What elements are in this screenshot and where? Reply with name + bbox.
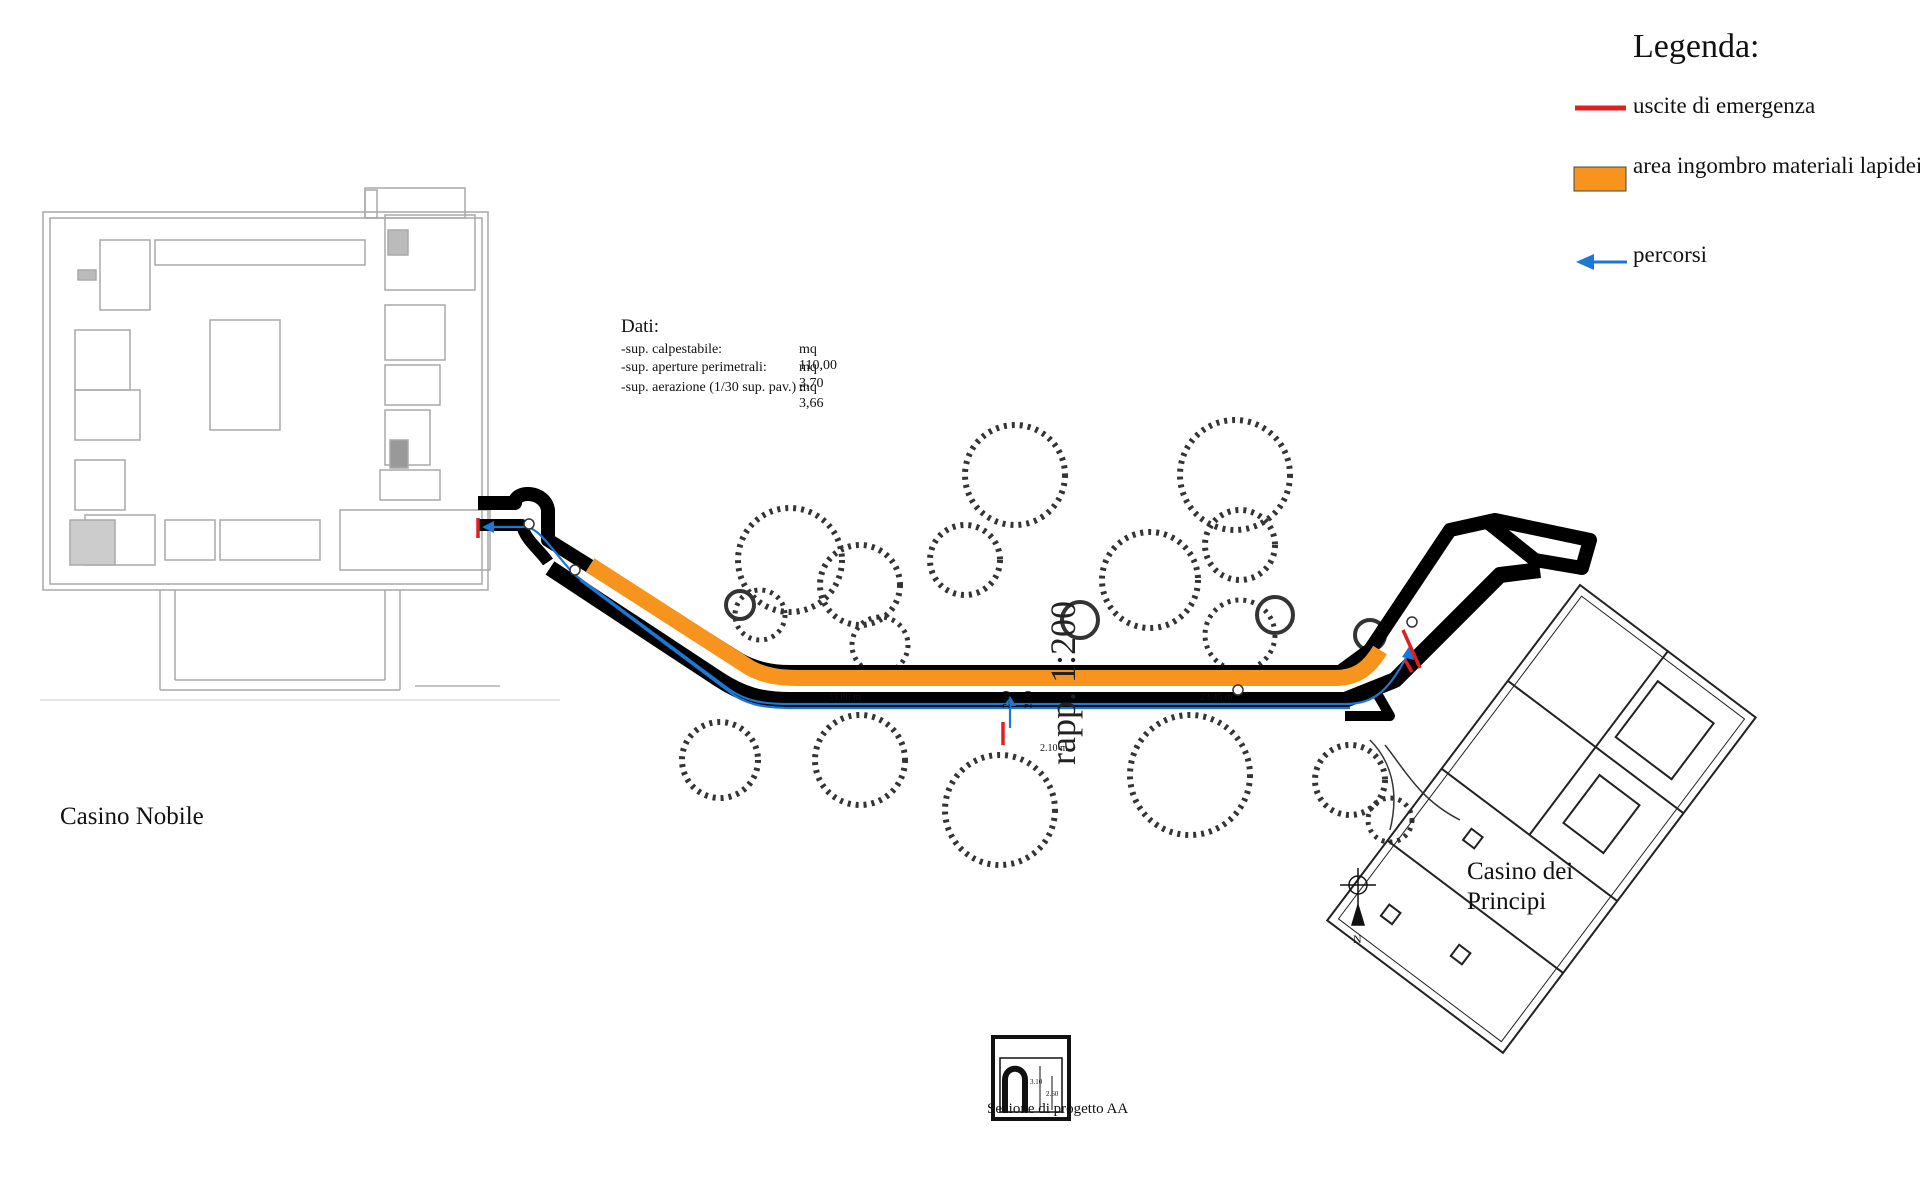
route-arrow-exit xyxy=(1004,696,1016,706)
dati-row: -sup. aerazione (1/30 sup. pav.) : mq 3,… xyxy=(621,380,824,411)
legend-title: Legenda: xyxy=(1633,28,1760,65)
dati-row: -sup. aperture perimetrali: mq 3,70 xyxy=(621,360,824,391)
casino-nobile-plan xyxy=(40,187,560,701)
dati-value: mq 3,70 xyxy=(799,360,824,391)
dimension-right-run: 23.45 m xyxy=(1200,692,1233,703)
legend-label: uscite di emergenza xyxy=(1633,93,1816,118)
legend-blue-arrow-icon xyxy=(1576,254,1627,270)
legend-label: area ingombro materiali lapidei xyxy=(1633,153,1920,178)
storage-area xyxy=(585,558,1387,686)
label-casino-nobile: Casino Nobile xyxy=(60,803,204,830)
section-aa-icon xyxy=(991,1035,1071,1121)
casino-principi-path xyxy=(1369,739,1461,831)
section-dim-1: 3.10 xyxy=(1030,1078,1043,1086)
dati-value: mq 3,66 xyxy=(799,380,824,411)
emergency-exits xyxy=(476,518,1422,745)
legend-label: percorsi xyxy=(1633,242,1708,267)
dati-label: -sup. aperture perimetrali: xyxy=(621,360,767,375)
corridor-markers xyxy=(523,518,1418,696)
dimension-left-run: 33.80 m xyxy=(828,692,861,703)
label-casino-principi-2: Principi xyxy=(1467,888,1547,915)
label-casino-principi-1: Casino dei xyxy=(1467,858,1574,885)
dati-row: -sup. calpestabile: mq 110,00 xyxy=(621,342,837,373)
north-label: N xyxy=(1353,932,1362,946)
dimension-exit-width: 2.10 m xyxy=(1040,743,1068,754)
legend-orange-swatch xyxy=(1573,166,1627,192)
north-arrow-icon xyxy=(1340,868,1376,926)
section-dim-2: 2.60 xyxy=(1046,1090,1059,1098)
tree-clusters xyxy=(679,417,1415,868)
dati-title: Dati: xyxy=(621,316,659,337)
dati-label: -sup. calpestabile: xyxy=(621,342,723,357)
dimension-width-b: 2.00 xyxy=(1023,690,1035,709)
dimension-width-a: 2.00 xyxy=(1001,690,1013,709)
casino-principi-plan xyxy=(1325,583,1758,1055)
section-caption: Sezione di progetto AA xyxy=(987,1101,1129,1117)
dati-label: -sup. aerazione (1/30 sup. pav.) : xyxy=(621,380,804,395)
route-arrow-left xyxy=(482,521,494,533)
scale-label: rapp. 1:200 xyxy=(1043,601,1083,765)
dati-value: mq 110,00 xyxy=(799,342,837,373)
